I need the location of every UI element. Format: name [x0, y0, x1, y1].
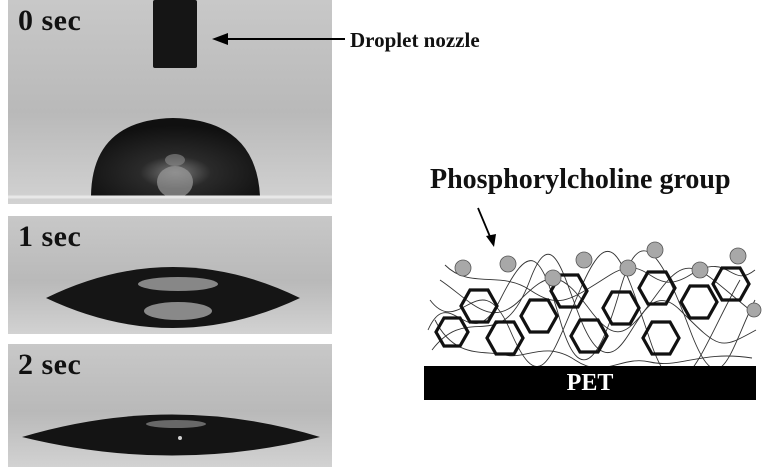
group-arrow [478, 208, 491, 239]
pet-label: PET [567, 370, 614, 397]
hexagon-rings [436, 268, 749, 354]
droplet-nozzle-label: Droplet nozzle [350, 28, 480, 53]
phosphorylcholine-group-label: Phosphorylcholine group [430, 164, 731, 196]
nozzle-arrowhead [212, 33, 228, 45]
pet-substrate: PET [424, 366, 756, 400]
group-arrowhead [486, 234, 496, 247]
